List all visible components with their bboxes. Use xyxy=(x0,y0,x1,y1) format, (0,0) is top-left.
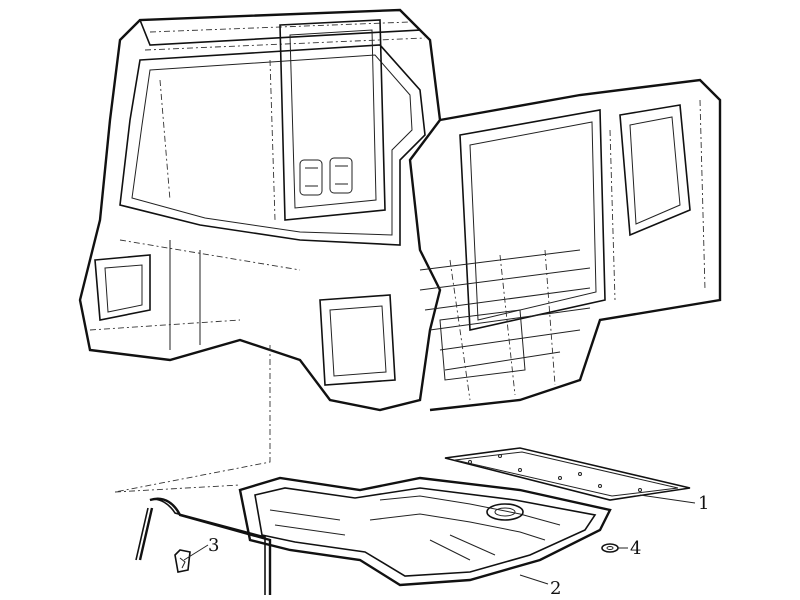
part-4-washer xyxy=(601,543,619,553)
assembly-guide-lines xyxy=(114,345,271,493)
callout-3: 3 xyxy=(208,535,219,556)
leader-lines xyxy=(183,494,696,585)
cab-body-frame xyxy=(78,8,722,412)
callout-4: 4 xyxy=(630,538,641,559)
callout-2: 2 xyxy=(550,578,561,599)
part-1-floor-cover-panel xyxy=(444,447,691,501)
callout-labels: 1 2 3 4 xyxy=(208,493,709,599)
part-2-floor-pan xyxy=(238,476,612,587)
callout-1: 1 xyxy=(698,493,709,514)
part-3-cable-harness xyxy=(135,497,272,595)
